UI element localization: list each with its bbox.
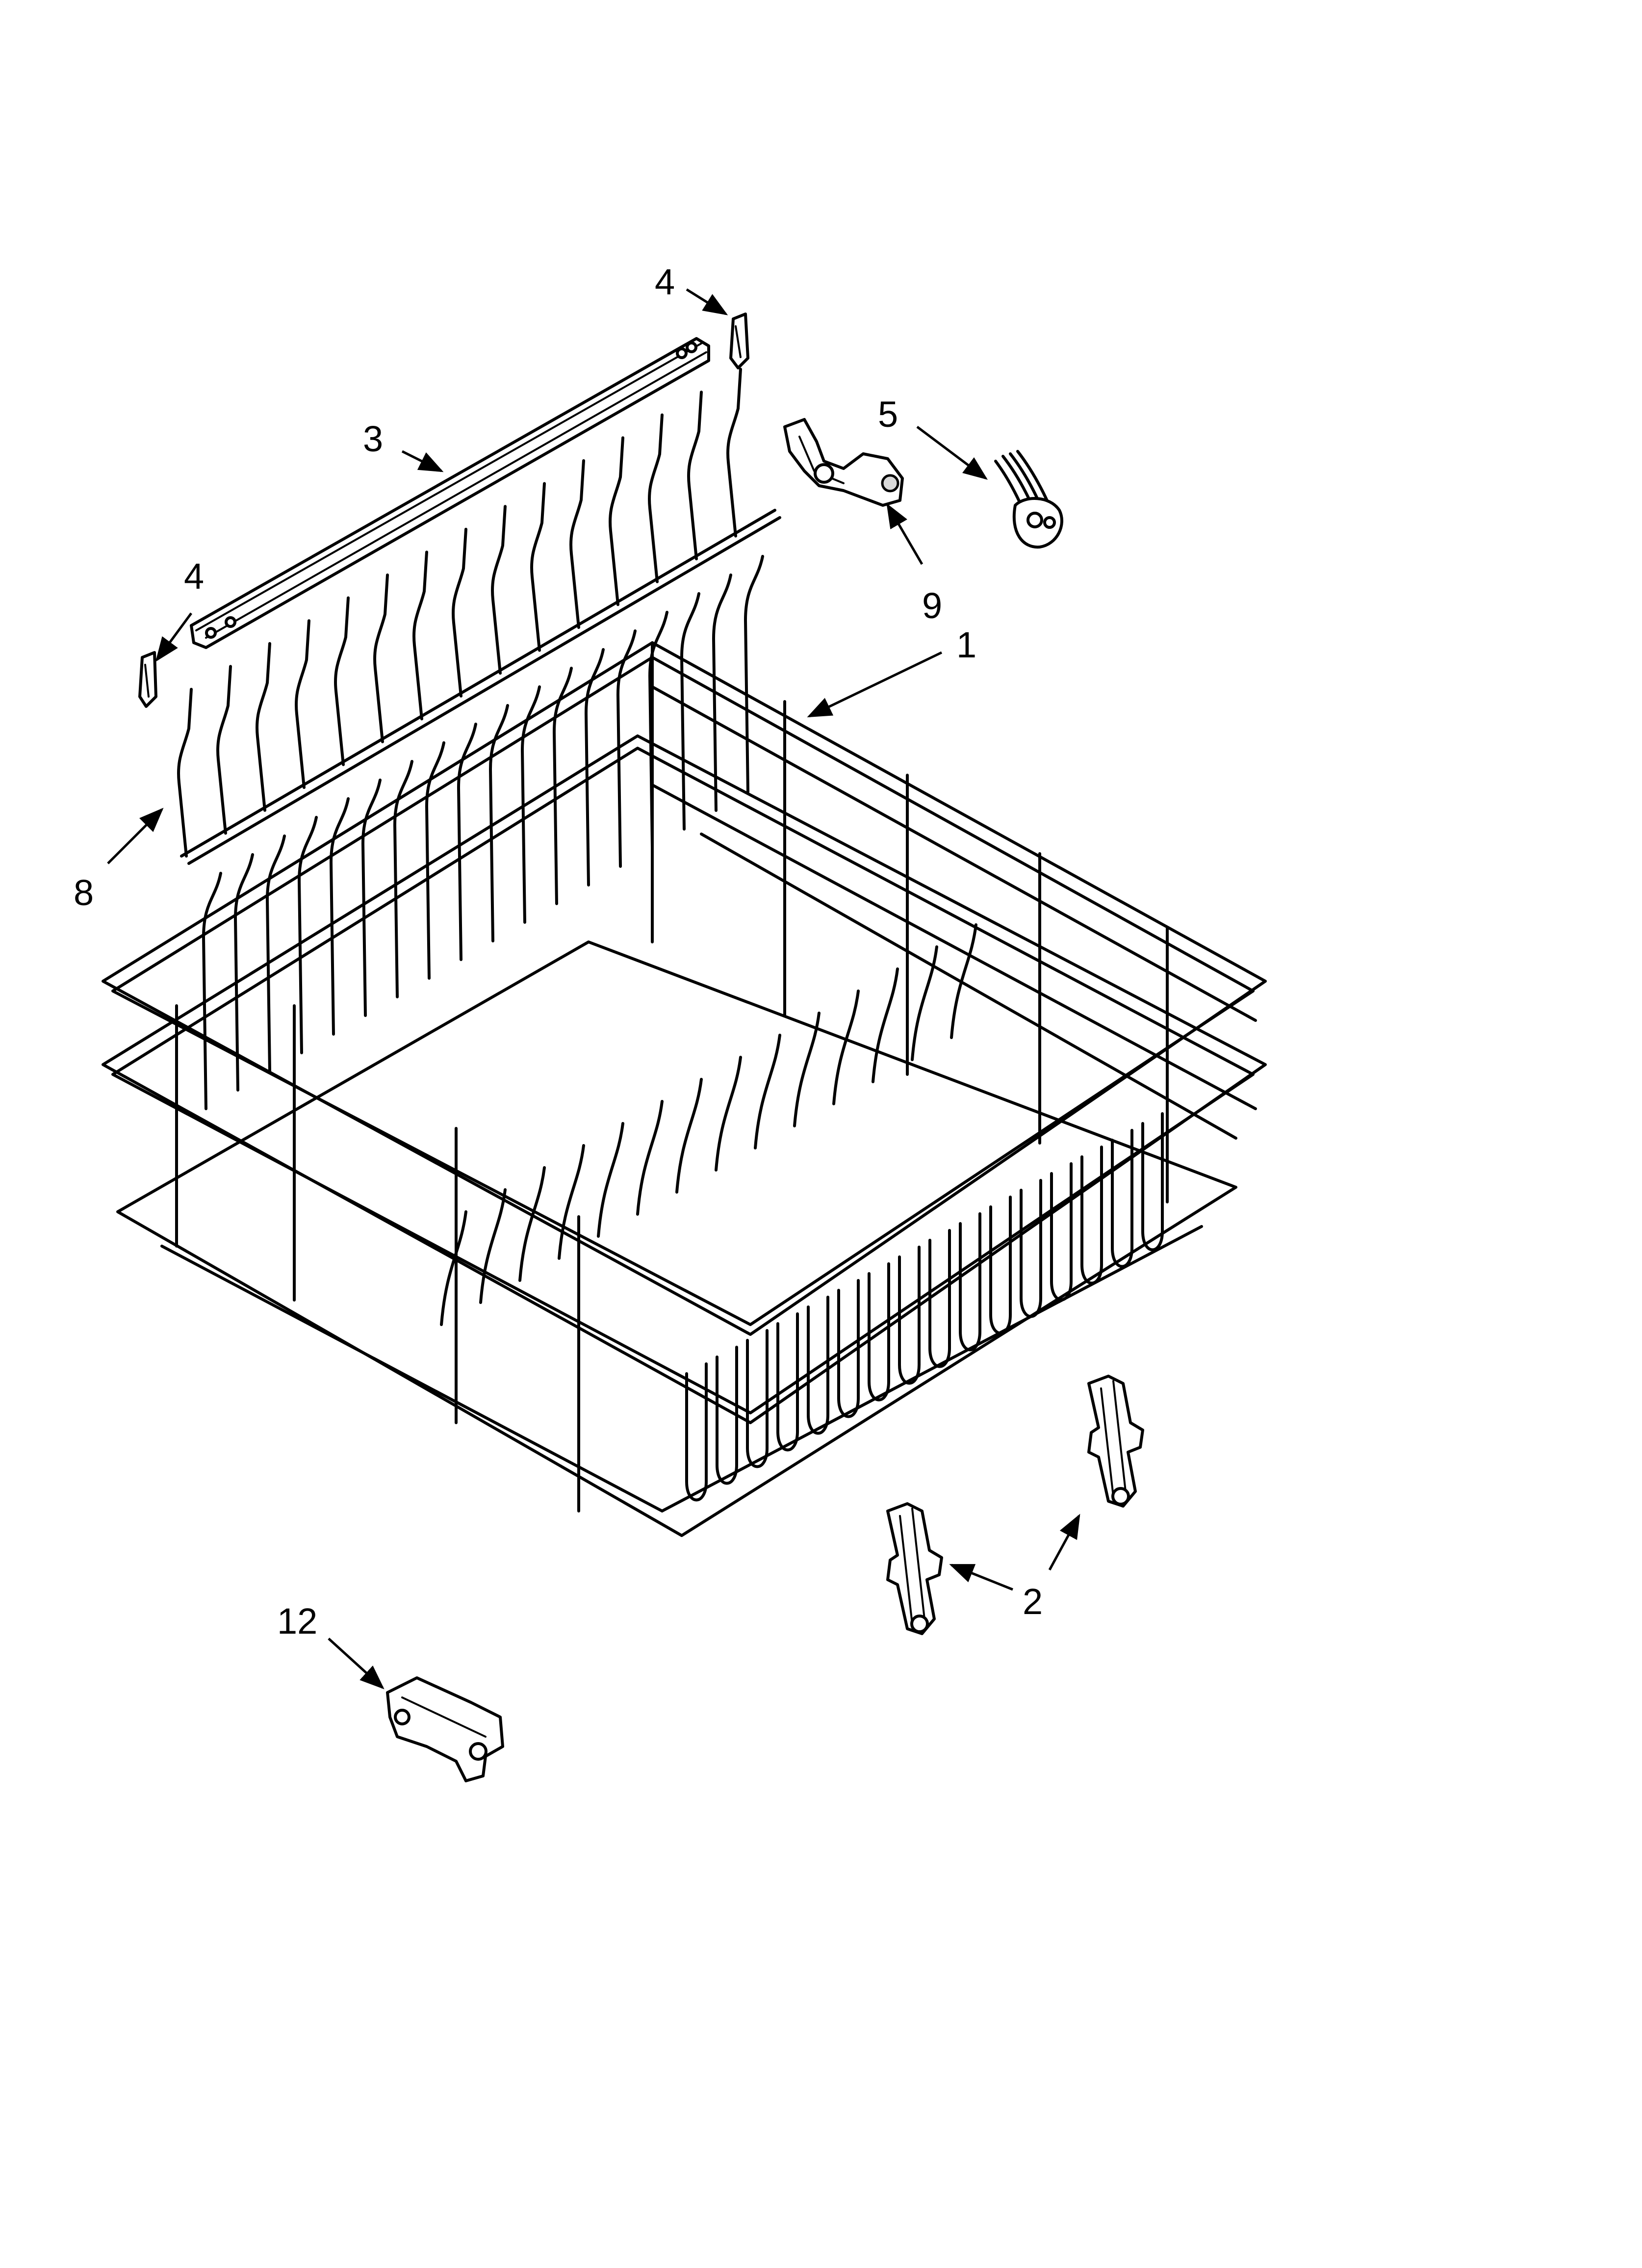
tine-row-tine [412, 550, 428, 721]
callout-8: 8 [74, 872, 94, 913]
tine-row-tine [256, 642, 271, 812]
tine-row-tine [452, 527, 467, 698]
front-loop [746, 1329, 769, 1468]
leader-3 [401, 450, 444, 472]
tine-row-tine [530, 482, 546, 652]
front-loop [776, 1312, 799, 1452]
front-loop [928, 1229, 951, 1368]
front-loop [1111, 1129, 1133, 1268]
callout-4-left: 4 [184, 556, 204, 597]
leader-2b [1048, 1513, 1080, 1571]
leader-2a [949, 1564, 1013, 1591]
rack-tine [585, 648, 605, 886]
rack-tine [744, 555, 764, 793]
rack-cup-tine [597, 1122, 624, 1238]
rack-tine [234, 853, 254, 1092]
front-loop [959, 1212, 981, 1352]
leader-4a [155, 612, 193, 662]
leader-4b [686, 288, 728, 315]
leader-5 [916, 426, 988, 480]
end-cap-part [386, 1676, 504, 1782]
tine-row-tine [726, 367, 742, 538]
leader-9 [886, 503, 924, 565]
rail-track-part [190, 337, 710, 649]
tine-row-tine [216, 665, 232, 835]
tine-row-tine [648, 413, 664, 583]
rack-cup-tine [715, 1056, 742, 1172]
front-loop [1141, 1112, 1164, 1251]
tine-row-tine [491, 505, 507, 675]
front-loop [685, 1362, 708, 1502]
rack-tine [489, 704, 509, 942]
rack-tine [202, 872, 222, 1110]
front-loop [1020, 1179, 1042, 1318]
rack-tine [361, 779, 382, 1017]
rack-tine [393, 760, 413, 998]
rack-cup-tine [754, 1034, 781, 1149]
tine-row-tine [609, 436, 624, 606]
rack-cup-tine [675, 1078, 703, 1194]
rack-cup-tine [636, 1100, 664, 1216]
leader-1 [807, 651, 943, 718]
rack-part [102, 555, 1267, 1537]
rack-tine [712, 574, 732, 812]
leader-12 [328, 1638, 385, 1690]
clip-right-part [729, 313, 749, 369]
front-loop [1080, 1146, 1103, 1285]
rack-tine [553, 667, 573, 905]
leader-lines [107, 288, 1080, 1690]
callout-2: 2 [1023, 1581, 1043, 1622]
tine-row-tine [334, 596, 350, 766]
tine-row-part [177, 367, 781, 865]
front-loops [685, 1112, 1164, 1502]
rack-cup-tine [832, 990, 860, 1105]
callout-4-right: 4 [655, 261, 675, 302]
front-loop [837, 1279, 860, 1418]
front-loop [1050, 1162, 1073, 1302]
rack-tine [648, 611, 668, 849]
callout-1: 1 [956, 625, 976, 665]
tine-row-tine [373, 574, 389, 743]
rack-tines [202, 555, 977, 1326]
wire-spring-part [994, 450, 1063, 549]
rack-tine [680, 592, 700, 831]
rack-cup-tine [911, 945, 938, 1061]
tine-row-tine [177, 688, 193, 858]
callout-5: 5 [878, 394, 898, 435]
tine-row-tine [569, 459, 585, 629]
leader-8 [107, 808, 164, 864]
rack-tine [616, 629, 637, 868]
callout-labels: 1 2 3 4 4 5 8 9 12 [74, 261, 1043, 1642]
callout-3: 3 [363, 418, 383, 459]
callout-9: 9 [922, 585, 942, 626]
clip-left-part [138, 651, 157, 708]
rack-tine [298, 816, 318, 1054]
rack-tine [266, 834, 286, 1073]
rack-tine [521, 685, 541, 924]
rack-cup-tine [479, 1188, 507, 1304]
rack-cup-tine [793, 1012, 821, 1127]
rack-tine [457, 723, 477, 961]
rack-cup-tine [440, 1210, 467, 1326]
rack-tine [425, 741, 445, 980]
front-loop [868, 1262, 890, 1402]
front-loop [807, 1296, 829, 1435]
rack-cup-tine [872, 967, 899, 1083]
rack-cup-tine [950, 923, 977, 1039]
bracket-part [783, 418, 904, 507]
rack-cup-tine [518, 1166, 546, 1282]
front-loop [989, 1196, 1012, 1335]
roller-adjuster-part-b [1087, 1375, 1144, 1508]
front-loop [716, 1346, 738, 1485]
tine-row-tine [687, 391, 703, 561]
roller-adjuster-part-a [886, 1502, 943, 1635]
tine-row-tine [295, 619, 310, 789]
rack-tine [330, 797, 350, 1036]
rack-cup-tine [558, 1144, 585, 1260]
callout-12: 12 [277, 1601, 317, 1642]
front-loop [898, 1246, 921, 1385]
